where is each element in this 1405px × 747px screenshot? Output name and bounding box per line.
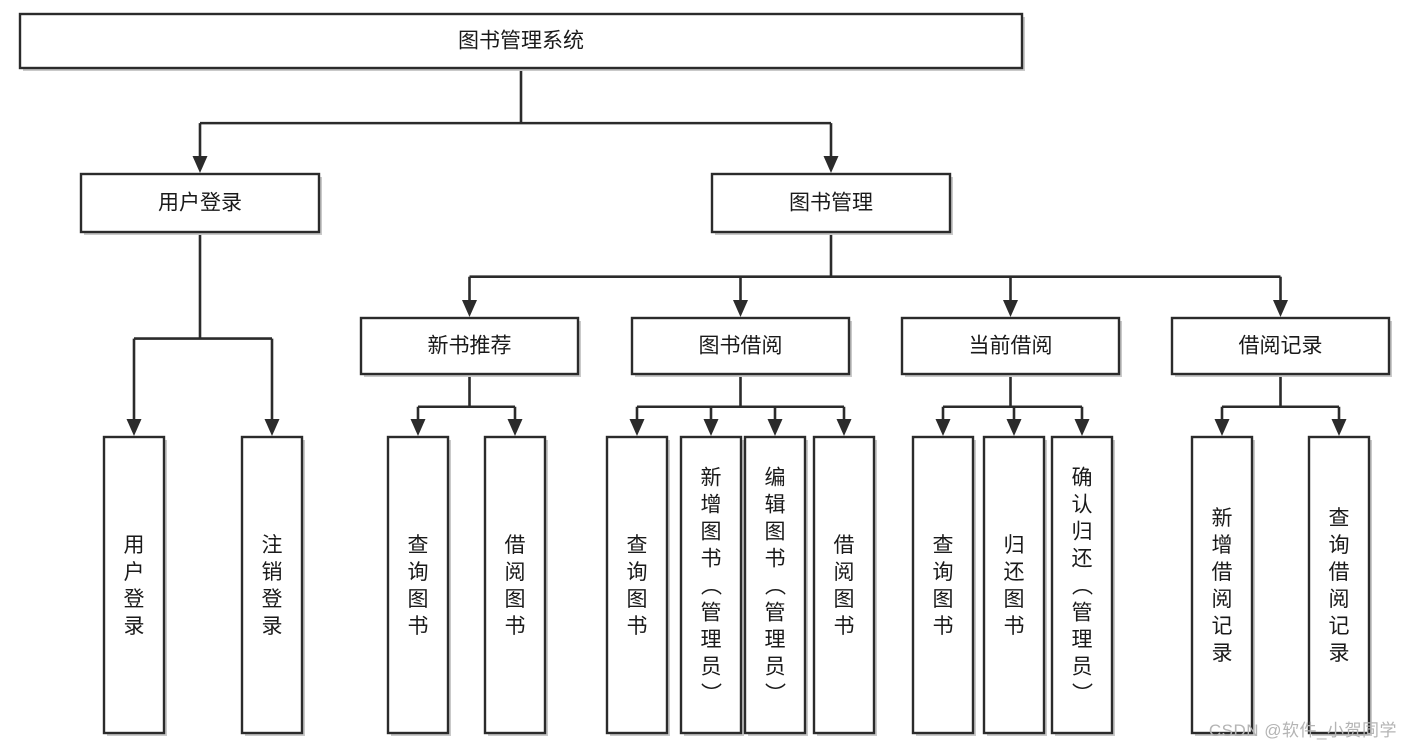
- node-l-user-logout[interactable]: 注销登录: [240, 435, 305, 736]
- node-label: 编辑图书（管理员）: [765, 467, 787, 706]
- csdn-watermark: CSDN @软件_小贺同学: [1208, 721, 1397, 740]
- node-box: [79, 172, 321, 234]
- arrow-head-icon: [823, 156, 839, 173]
- arrow-head-icon: [462, 300, 477, 317]
- node-label: 新书推荐: [428, 335, 512, 358]
- node-label: 新增图书（管理员）: [701, 467, 723, 706]
- node-label: 图书管理: [789, 192, 873, 215]
- arrow-head-icon: [264, 419, 280, 436]
- node-label: 用户登录: [158, 192, 242, 215]
- node-l-c-confirm[interactable]: 确认归还（管理员）: [1050, 435, 1115, 736]
- node-label: 新增借阅记录: [1212, 507, 1233, 665]
- node-l-r-query[interactable]: 查询借阅记录: [1307, 435, 1372, 736]
- node-box: [900, 316, 1121, 376]
- arrow-head-icon: [192, 156, 208, 173]
- node-box: [1050, 435, 1114, 735]
- node-l-b-edit[interactable]: 编辑图书（管理员）: [743, 435, 808, 736]
- node-box: [359, 316, 580, 376]
- node-box: [679, 435, 743, 735]
- node-label: 查询图书: [408, 534, 429, 638]
- node-box: [18, 12, 1024, 70]
- arrow-head-icon: [1331, 419, 1347, 436]
- node-box: [483, 435, 547, 735]
- node-box: [1307, 435, 1371, 735]
- node-l-b-query[interactable]: 查询图书: [605, 435, 670, 736]
- node-box: [386, 435, 450, 735]
- arrow-head-icon: [629, 419, 645, 436]
- node-n-new-rec[interactable]: 新书推荐: [359, 316, 581, 377]
- node-box: [812, 435, 876, 735]
- node-label: 图书管理系统: [458, 30, 584, 53]
- arrow-head-icon: [1003, 300, 1018, 317]
- node-box: [911, 435, 975, 735]
- node-l-user-login[interactable]: 用户登录: [102, 435, 167, 736]
- node-label: 归还图书: [1004, 534, 1025, 638]
- node-box: [710, 172, 952, 234]
- arrow-head-icon: [767, 419, 783, 436]
- arrow-head-icon: [935, 419, 951, 436]
- node-box: [982, 435, 1046, 735]
- node-n-user-login[interactable]: 用户登录: [79, 172, 322, 235]
- arrow-head-icon: [1006, 419, 1022, 436]
- node-l-nr-borrow[interactable]: 借阅图书: [483, 435, 548, 736]
- arrow-head-icon: [1074, 419, 1090, 436]
- node-label: 注销登录: [262, 534, 283, 638]
- arrow-head-icon: [836, 419, 852, 436]
- arrow-head-icon: [733, 300, 748, 317]
- node-box: [1190, 435, 1254, 735]
- arrow-head-icon: [1214, 419, 1230, 436]
- node-label: 用户登录: [124, 534, 145, 638]
- arrow-head-icon: [507, 419, 523, 436]
- node-box: [102, 435, 166, 735]
- node-label: 借阅图书: [834, 534, 855, 638]
- node-l-b-borrow[interactable]: 借阅图书: [812, 435, 877, 736]
- node-box: [1170, 316, 1391, 376]
- connector-layer: [126, 68, 1347, 436]
- node-box: [743, 435, 807, 735]
- node-l-c-query[interactable]: 查询图书: [911, 435, 976, 736]
- node-l-b-add[interactable]: 新增图书（管理员）: [679, 435, 744, 736]
- node-l-nr-query[interactable]: 查询图书: [386, 435, 451, 736]
- node-label: 借阅记录: [1239, 335, 1323, 358]
- node-l-c-return[interactable]: 归还图书: [982, 435, 1047, 736]
- node-layer: 图书管理系统用户登录图书管理新书推荐图书借阅当前借阅借阅记录用户登录注销登录查询…: [18, 12, 1392, 736]
- node-box: [630, 316, 851, 376]
- node-label: 查询图书: [627, 534, 648, 638]
- arrow-head-icon: [703, 419, 719, 436]
- arrow-head-icon: [126, 419, 142, 436]
- node-n-current[interactable]: 当前借阅: [900, 316, 1122, 377]
- node-n-borrow[interactable]: 图书借阅: [630, 316, 852, 377]
- node-label: 查询图书: [933, 534, 954, 638]
- node-label: 确认归还（管理员）: [1072, 467, 1094, 706]
- node-box: [605, 435, 669, 735]
- arrow-head-icon: [1273, 300, 1288, 317]
- node-label: 图书借阅: [699, 335, 783, 358]
- node-l-r-add[interactable]: 新增借阅记录: [1190, 435, 1255, 736]
- node-label: 当前借阅: [969, 335, 1053, 358]
- node-n-book-mgmt[interactable]: 图书管理: [710, 172, 953, 235]
- node-label: 查询借阅记录: [1329, 507, 1350, 665]
- node-root[interactable]: 图书管理系统: [18, 12, 1025, 71]
- node-label: 借阅图书: [505, 534, 526, 638]
- arrow-head-icon: [410, 419, 426, 436]
- node-box: [240, 435, 304, 735]
- node-n-record[interactable]: 借阅记录: [1170, 316, 1392, 377]
